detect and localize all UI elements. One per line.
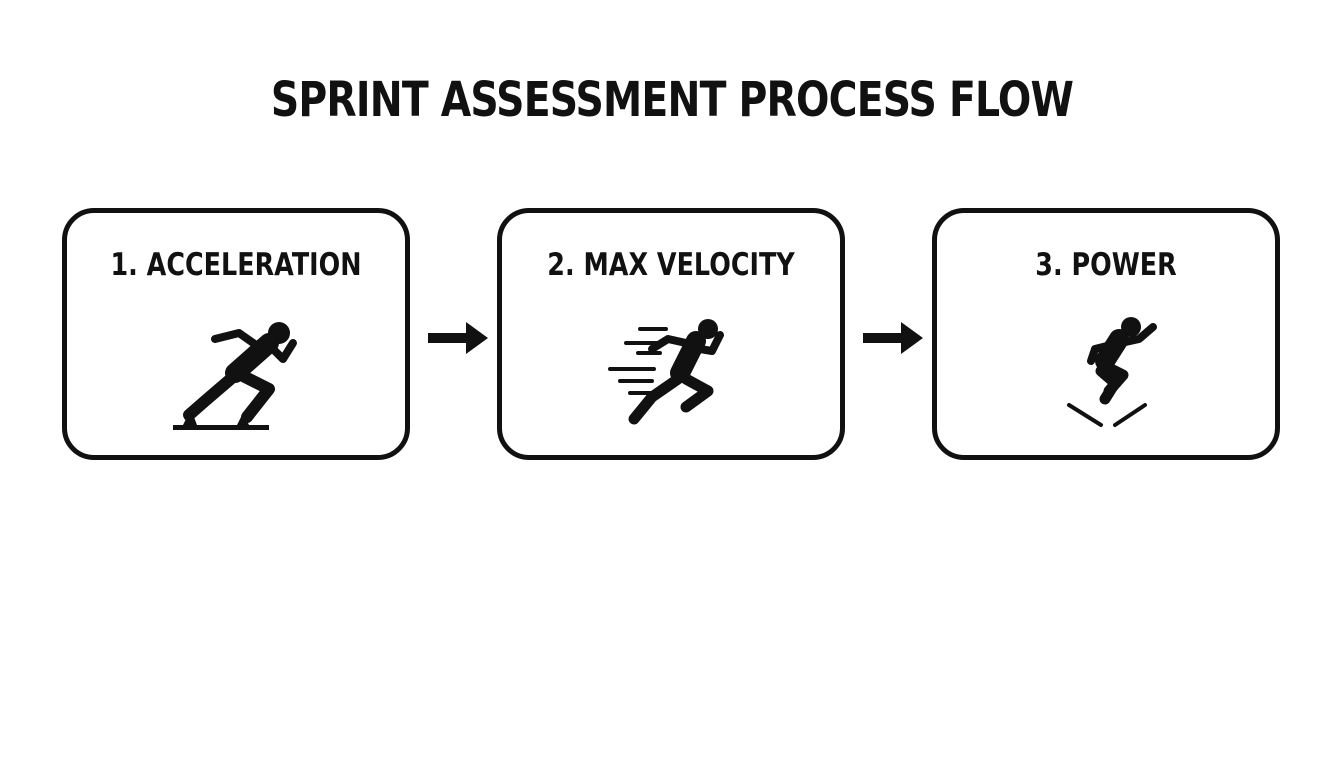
step-label-acceleration: 1. ACCELERATION xyxy=(110,247,362,283)
step-box-max-velocity: 2. MAX VELOCITY xyxy=(497,208,845,460)
right-arrow-icon xyxy=(863,322,923,354)
right-arrow-icon xyxy=(428,322,488,354)
step-box-acceleration: 1. ACCELERATION xyxy=(62,208,410,460)
step-label-max-velocity: 2. MAX VELOCITY xyxy=(547,247,795,283)
diagram-title: SPRINT ASSESSMENT PROCESS FLOW xyxy=(270,72,1074,128)
running-fast-icon xyxy=(608,319,724,425)
sprint-start-icon xyxy=(173,322,297,430)
jump-icon xyxy=(1067,317,1157,427)
step-box-power: 3. POWER xyxy=(932,208,1280,460)
step-label-power: 3. POWER xyxy=(1035,247,1177,283)
